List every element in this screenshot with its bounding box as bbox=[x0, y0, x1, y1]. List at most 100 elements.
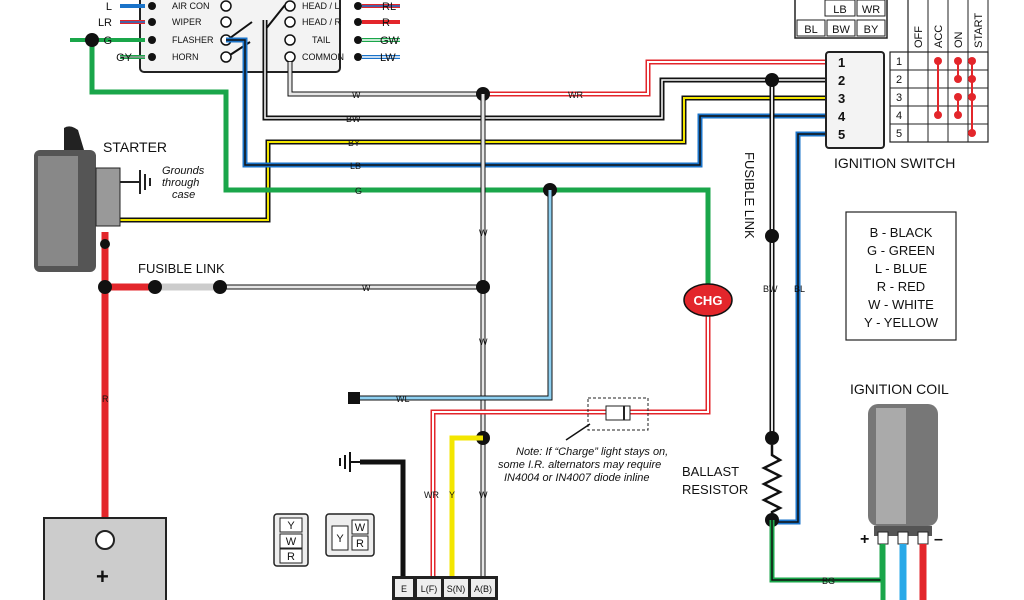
tag-bg: BG bbox=[822, 576, 835, 586]
right-code-2: R bbox=[382, 17, 390, 29]
legend-6: Y - YELLOW bbox=[864, 315, 939, 330]
plug-small-1: Y W R bbox=[273, 513, 309, 567]
left-code-1: L bbox=[106, 1, 112, 13]
fusible-link-left: FUSIBLE LINK bbox=[138, 261, 225, 276]
pin-4: 4 bbox=[838, 109, 846, 124]
tag-w-v2: W bbox=[479, 337, 488, 347]
pin-2: 2 bbox=[838, 73, 845, 88]
tag-lb: LB bbox=[350, 161, 361, 171]
alternator-connector: E L(F) S(N) A(B) bbox=[392, 576, 498, 600]
plug1-r: R bbox=[287, 551, 295, 563]
plug1-y: Y bbox=[287, 520, 295, 532]
switch-panel: L LR G GY AIR CON WIPER FLASHER HORN HEA… bbox=[70, 0, 400, 73]
tag-bw-v: BW bbox=[763, 284, 778, 294]
right-label-head-l: HEAD / L bbox=[302, 1, 340, 11]
central-wire: W W bbox=[476, 94, 490, 580]
note-line-1: Note: If “Charge” light stays on, bbox=[516, 446, 668, 458]
tag-bw: BW bbox=[346, 114, 361, 124]
conn-bw: BW bbox=[832, 24, 850, 36]
plug2-y: Y bbox=[336, 533, 344, 545]
battery-circuit: FUSIBLE LINK W R + bbox=[43, 232, 483, 600]
legend-4: R - RED bbox=[877, 279, 925, 294]
left-label-air-con: AIR CON bbox=[172, 1, 210, 11]
tag-wr-v: WR bbox=[424, 490, 439, 500]
tag-y: Y bbox=[449, 490, 455, 500]
ignition-switch-title: IGNITION SWITCH bbox=[834, 155, 955, 171]
tag-w-v3: W bbox=[479, 490, 488, 500]
ballast-1: BALLAST bbox=[682, 464, 739, 479]
pin-5: 5 bbox=[838, 127, 845, 142]
coil-minus: – bbox=[934, 531, 943, 548]
left-code-4: GY bbox=[116, 52, 133, 64]
switch-table: OFF ACC ON START 1 2 3 4 5 bbox=[889, 0, 989, 143]
right-code-4: LW bbox=[380, 52, 396, 64]
wl-wire: WL bbox=[348, 190, 553, 404]
tag-g: G bbox=[355, 186, 362, 196]
ignition-switch: 1 2 3 4 5 IGNITION SWITCH bbox=[825, 51, 955, 171]
tag-wl: WL bbox=[396, 394, 410, 404]
plug2-w: W bbox=[355, 522, 366, 534]
legend-3: L - BLUE bbox=[875, 261, 928, 276]
alt-pin-sn: S(N) bbox=[447, 584, 466, 594]
row-2: 2 bbox=[896, 74, 902, 86]
hdr-acc: ACC bbox=[933, 25, 945, 48]
ground-wire: B bbox=[339, 452, 406, 580]
left-label-horn: HORN bbox=[172, 52, 199, 62]
alt-pin-e: E bbox=[401, 584, 407, 594]
left-code-3: G bbox=[103, 35, 112, 47]
left-label-wiper: WIPER bbox=[172, 17, 202, 27]
tag-wr: WR bbox=[568, 90, 583, 100]
row-1: 1 bbox=[896, 56, 902, 68]
pin-3: 3 bbox=[838, 91, 845, 106]
legend-2: G - GREEN bbox=[867, 243, 935, 258]
hdr-start: START bbox=[973, 13, 985, 48]
ground-note-2: through bbox=[162, 177, 199, 189]
alt-pin-lf: L(F) bbox=[421, 584, 438, 594]
plug2-r: R bbox=[356, 538, 364, 550]
pin-1: 1 bbox=[838, 55, 845, 70]
plug1-w: W bbox=[286, 536, 297, 548]
conn-by: BY bbox=[864, 24, 879, 36]
battery-plus: + bbox=[96, 564, 109, 589]
color-legend: B - BLACK G - GREEN L - BLUE R - RED W -… bbox=[845, 211, 957, 341]
conn-wr: WR bbox=[862, 4, 880, 16]
starter-title: STARTER bbox=[103, 139, 167, 155]
right-label-head-r: HEAD / R bbox=[302, 17, 342, 27]
tag-w: W bbox=[352, 90, 361, 100]
ballast-2: RESISTOR bbox=[682, 482, 748, 497]
row-3: 3 bbox=[896, 92, 902, 104]
chg-circuit: CHG Note: If “Charge” light stays on, so… bbox=[424, 283, 733, 580]
ground-note-1: Grounds bbox=[162, 165, 205, 177]
row-5: 5 bbox=[896, 128, 902, 140]
right-label-tail: TAIL bbox=[312, 35, 330, 45]
conn-lb: LB bbox=[833, 4, 846, 16]
tag-bl-v: BL bbox=[794, 284, 805, 294]
tag-by: BY bbox=[348, 138, 360, 148]
right-label-common: COMMON bbox=[302, 52, 344, 62]
right-code-3: GW bbox=[380, 35, 400, 47]
legend-5: W - WHITE bbox=[868, 297, 934, 312]
hdr-off: OFF bbox=[913, 26, 925, 48]
legend-1: B - BLACK bbox=[870, 225, 933, 240]
tag-w-fl: W bbox=[362, 283, 371, 293]
note-line-2: some I.R. alternators may require bbox=[498, 459, 661, 471]
row-4: 4 bbox=[896, 110, 902, 122]
tag-r: R bbox=[102, 394, 109, 404]
conn-bl: BL bbox=[804, 24, 817, 36]
note-line-3: IN4004 or IN4007 diode inline bbox=[504, 472, 650, 484]
left-code-2: LR bbox=[98, 17, 112, 29]
fusible-link-right: FUSIBLE LINK bbox=[742, 152, 757, 239]
right-code-1: RL bbox=[382, 1, 396, 13]
ignition-coil-title: IGNITION COIL bbox=[850, 381, 949, 397]
plug-small-2: Y W R bbox=[325, 513, 375, 557]
tag-w-v1: W bbox=[479, 228, 488, 238]
ignition-coil: IGNITION COIL + – bbox=[850, 381, 949, 600]
tag-b: B bbox=[400, 492, 406, 502]
connector-top: LB WR BL BW BY bbox=[794, 0, 888, 39]
harness-wires: W WR BW BY LB G bbox=[85, 20, 830, 525]
ground-note-3: case bbox=[172, 189, 195, 201]
left-label-flasher: FLASHER bbox=[172, 35, 214, 45]
yellow-wire: Y W bbox=[449, 435, 488, 580]
coil-plus: + bbox=[860, 531, 869, 548]
